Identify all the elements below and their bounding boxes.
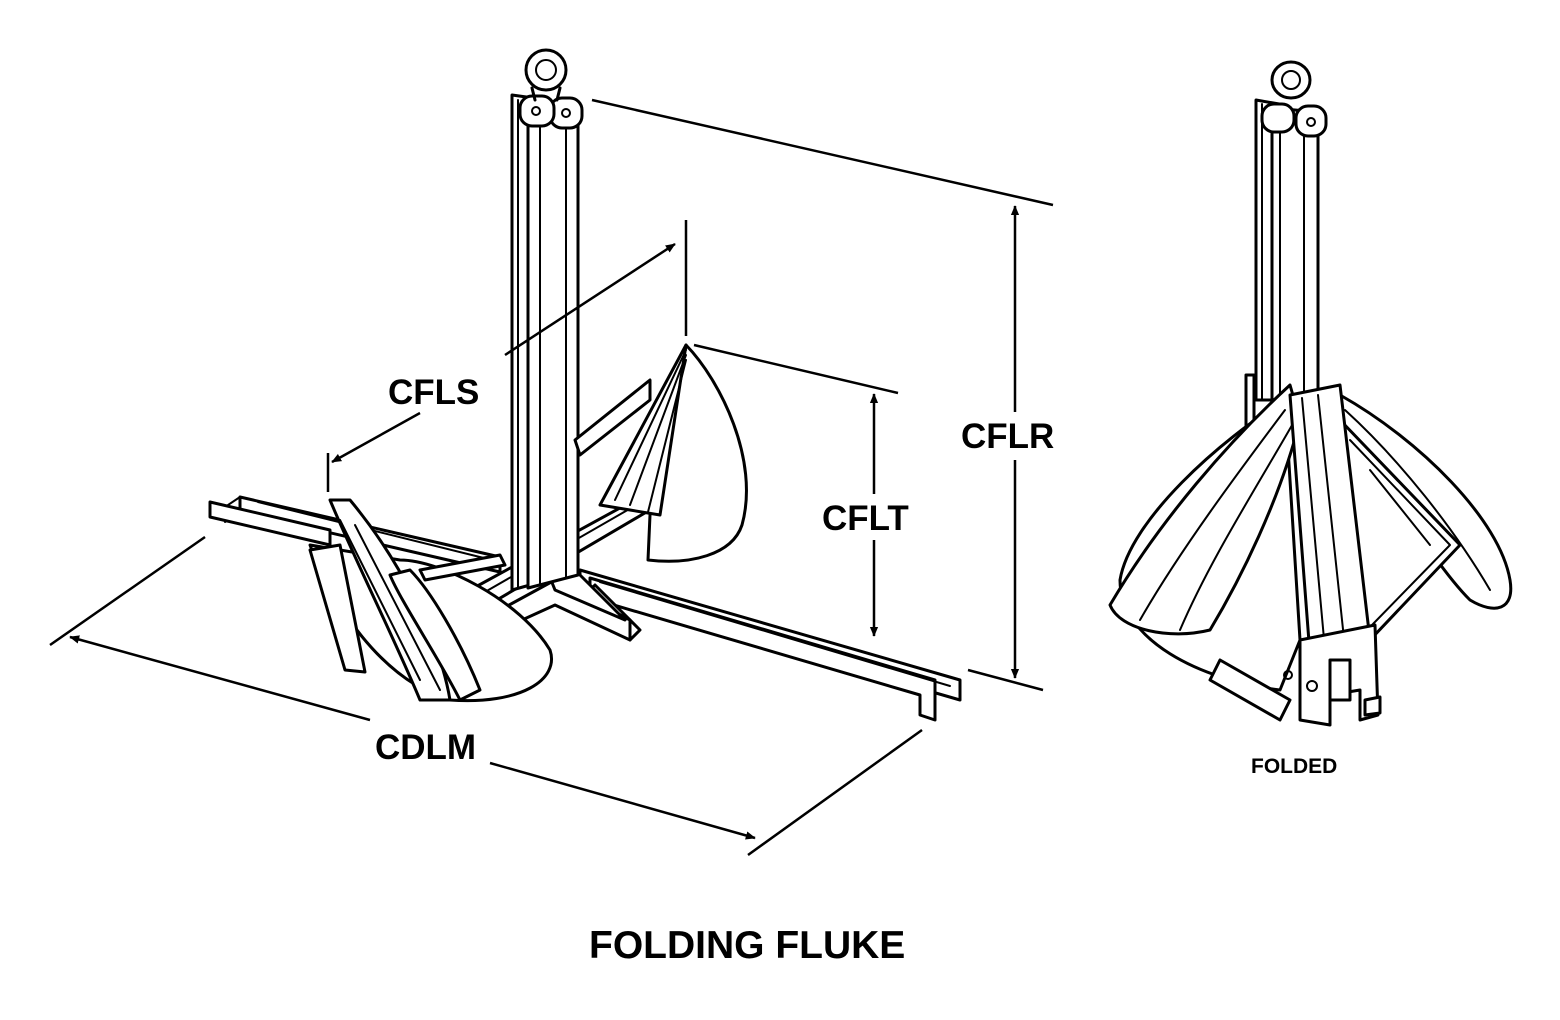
cfls-arrow-left [331, 411, 421, 464]
dimension-lines [49, 98, 1054, 857]
cflt-label: CFLT [822, 499, 909, 538]
shank [510, 93, 584, 592]
cdlm-extension-left [49, 535, 206, 647]
cflt-extension-top [693, 343, 899, 395]
right-fluke [573, 343, 748, 563]
cfls-arrow-right [504, 242, 676, 357]
cflr-label: CFLR [961, 417, 1054, 456]
shackle-ring [524, 48, 568, 102]
cfls-label: CFLS [388, 373, 479, 412]
folded-anchor-drawing [1108, 60, 1513, 727]
cflr-extension-bottom [967, 668, 1044, 692]
cdlm-arrow-left [69, 635, 371, 722]
cdlm-label: CDLM [375, 728, 476, 767]
folded-label: FOLDED [1251, 755, 1337, 778]
cdlm-arrow-right [489, 761, 756, 840]
unfolded-anchor-drawing [208, 48, 962, 722]
cdlm-extension-right [747, 728, 923, 857]
left-fluke [308, 498, 553, 703]
folded-shackle-ring [1270, 60, 1312, 100]
diagram-title: FOLDING FLUKE [589, 924, 905, 967]
stock-rail-front [578, 568, 962, 722]
cflr-extension-top [591, 98, 1054, 207]
